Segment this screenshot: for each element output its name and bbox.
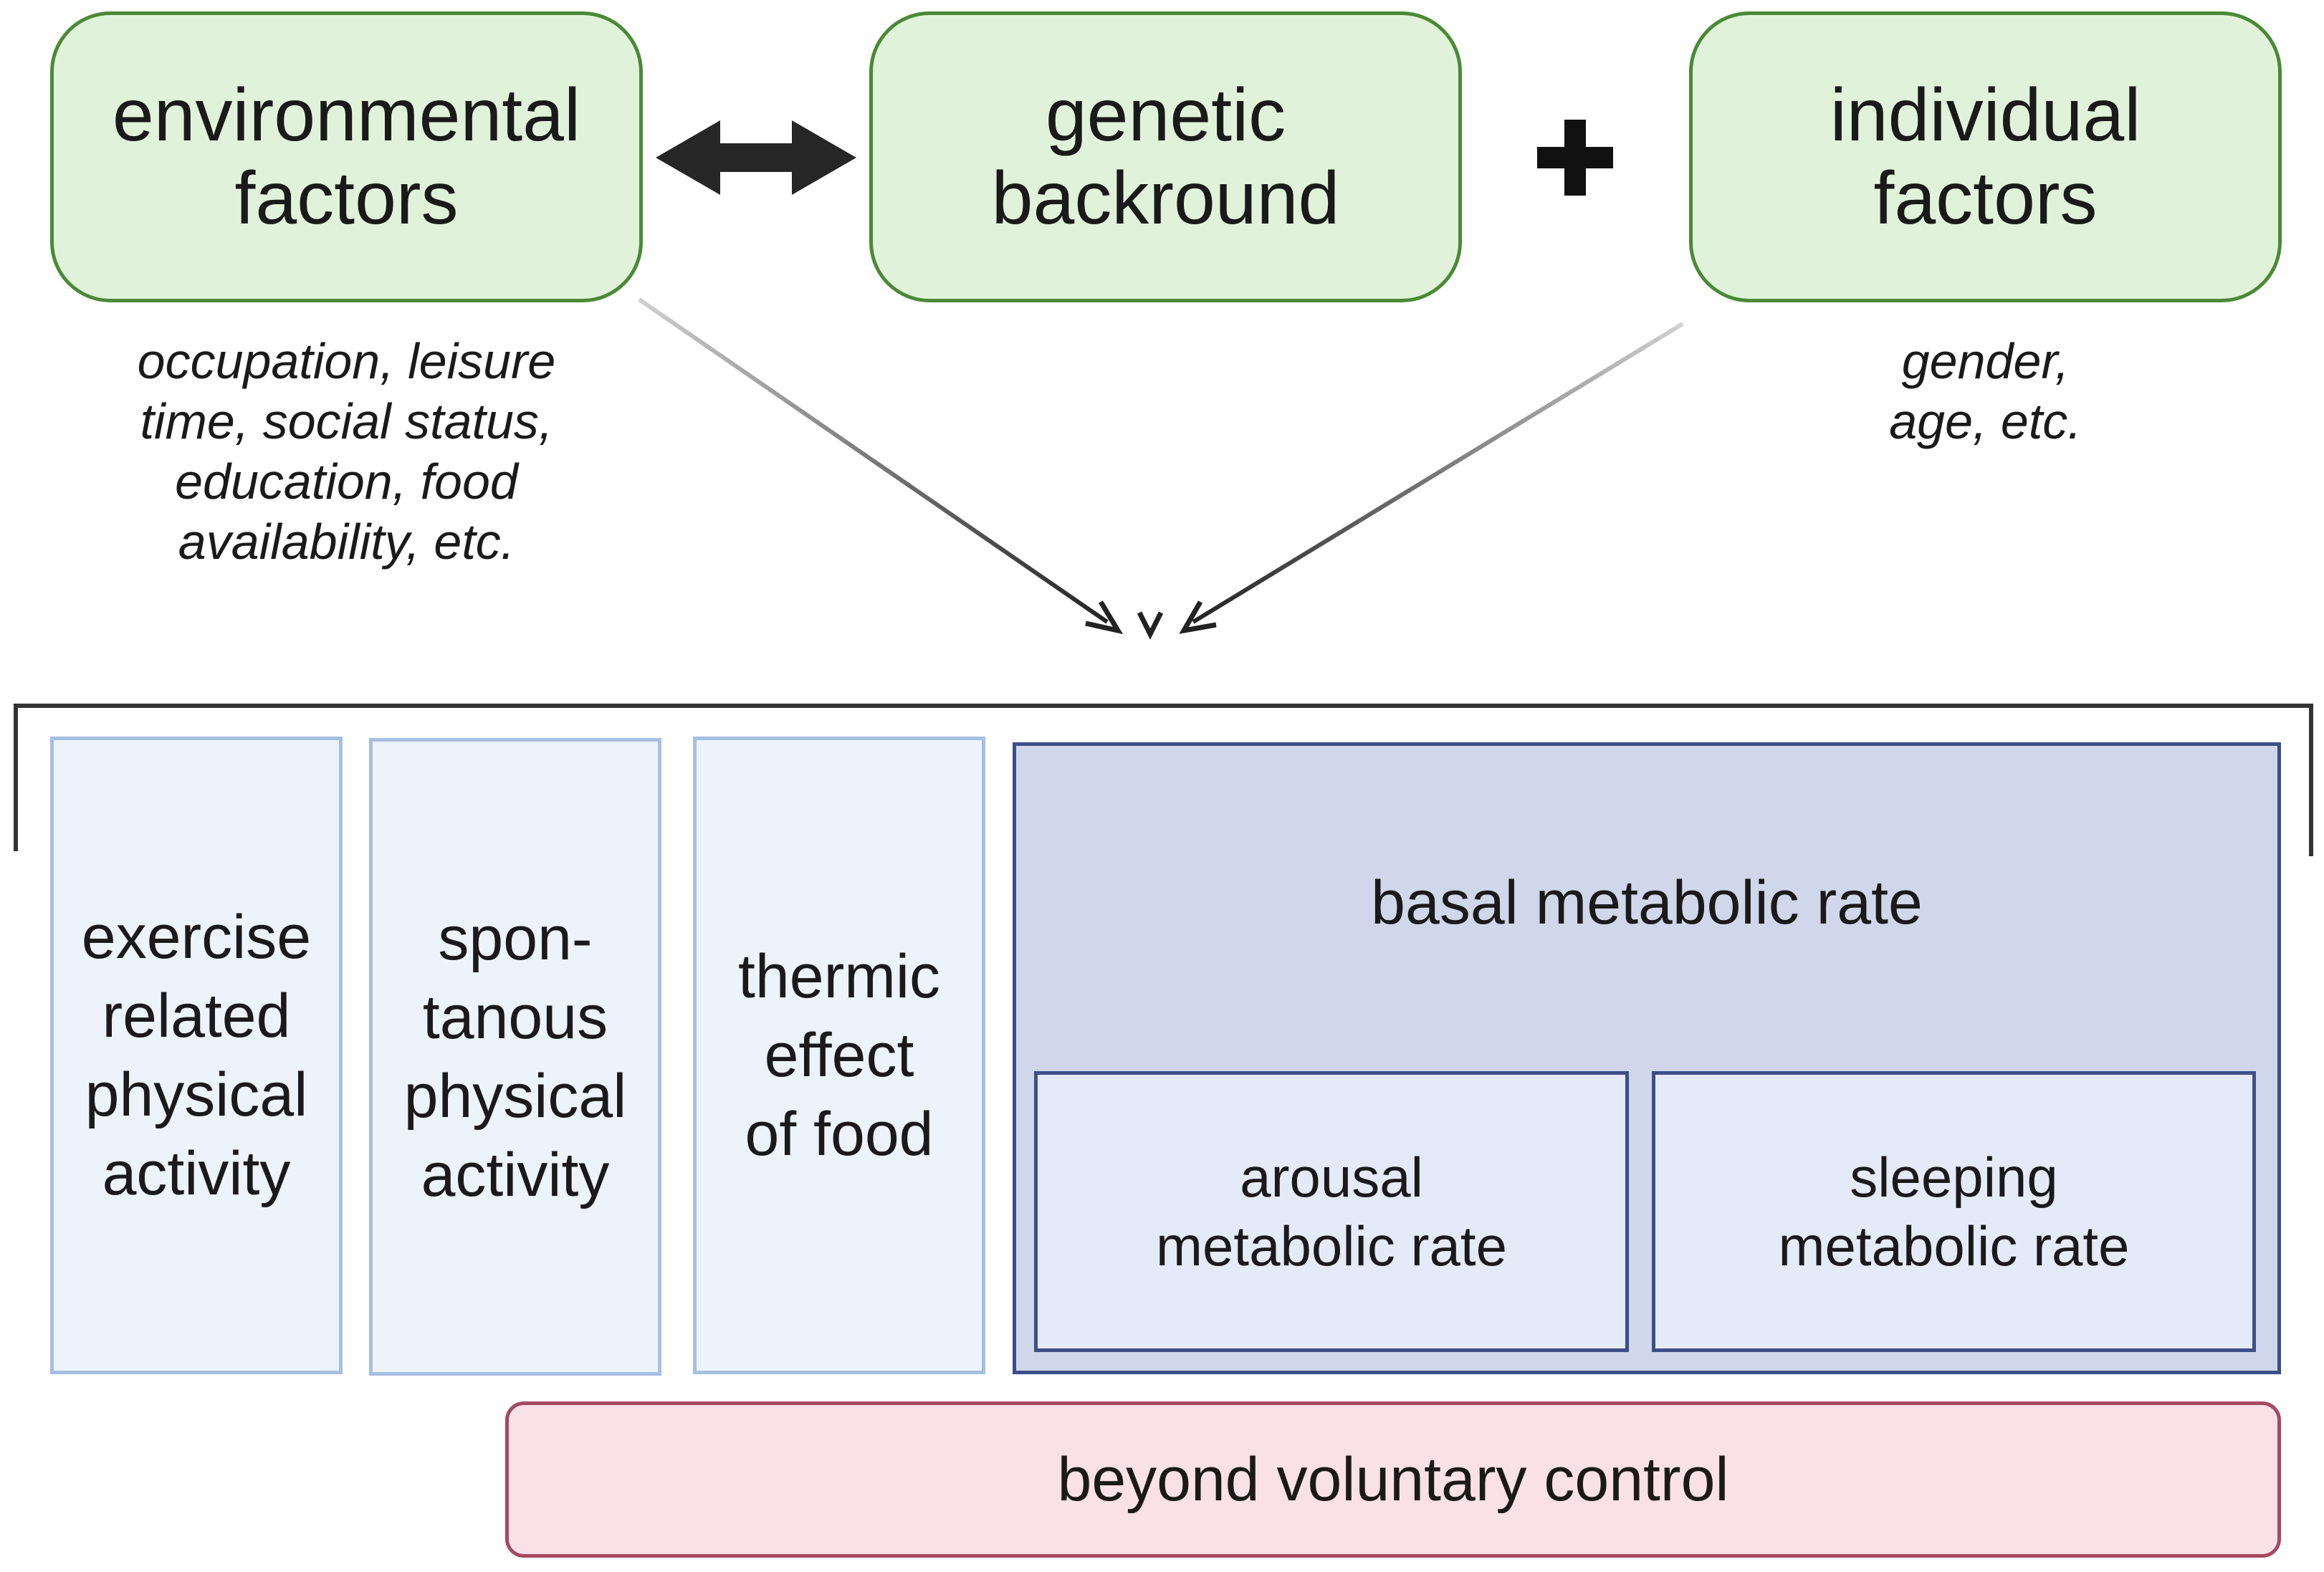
arousal-metabolic-rate-box: arousal metabolic rate bbox=[1034, 1071, 1629, 1352]
arrow-from-individual bbox=[1179, 322, 1684, 634]
grouping-bracket bbox=[14, 704, 2313, 856]
basal-metabolic-rate-label: basal metabolic rate bbox=[1371, 868, 1923, 937]
individual-factors-box: individual factors bbox=[1689, 11, 2282, 302]
arrow-from-genetic bbox=[1137, 355, 1164, 640]
spontaneous-activity-label: spon- tanous physical activity bbox=[403, 904, 627, 1209]
beyond-voluntary-control-label: beyond voluntary control bbox=[1057, 1444, 1729, 1514]
environmental-factors-label: environmental factors bbox=[112, 74, 581, 240]
arousal-metabolic-rate-label: arousal metabolic rate bbox=[1156, 1146, 1507, 1278]
individual-factors-note: gender, age, etc. bbox=[1889, 333, 2082, 449]
beyond-voluntary-control-box: beyond voluntary control bbox=[505, 1401, 2281, 1558]
exercise-activity-label: exercise related physical activity bbox=[81, 903, 312, 1208]
environmental-factors-note: occupation, leisure time, social status,… bbox=[137, 333, 556, 570]
sleeping-metabolic-rate-label: sleeping metabolic rate bbox=[1778, 1146, 2130, 1278]
sleeping-metabolic-rate-box: sleeping metabolic rate bbox=[1652, 1071, 2256, 1352]
environmental-factors-box: environmental factors bbox=[50, 11, 643, 302]
individual-factors-label: individual factors bbox=[1830, 74, 2141, 240]
thermic-effect-box: thermic effect of food bbox=[693, 737, 985, 1374]
basal-metabolic-rate-box: basal metabolic rate arousal metabolic r… bbox=[1013, 742, 2281, 1374]
genetic-background-label: genetic backround bbox=[991, 74, 1340, 240]
exercise-activity-box: exercise related physical activity bbox=[50, 737, 343, 1374]
spontaneous-activity-box: spon- tanous physical activity bbox=[369, 738, 661, 1376]
double-arrow-icon bbox=[656, 120, 856, 195]
plus-icon bbox=[1537, 120, 1613, 196]
genetic-background-box: genetic backround bbox=[869, 11, 1462, 302]
arrow-from-environmental bbox=[638, 297, 1124, 635]
thermic-effect-label: thermic effect of food bbox=[738, 942, 940, 1169]
